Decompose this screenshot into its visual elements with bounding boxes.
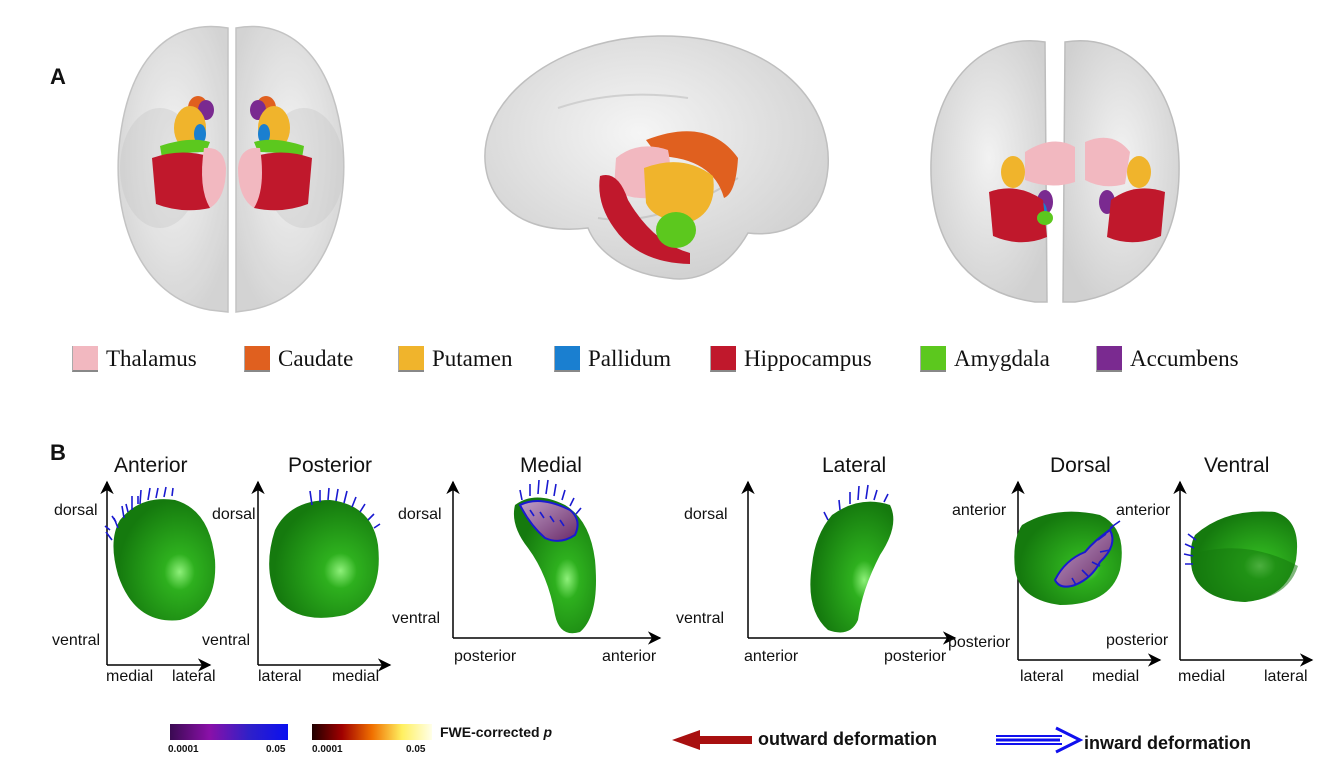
view-title-posterior: Posterior bbox=[288, 454, 373, 477]
axis-label-y-bottom: ventral bbox=[392, 610, 441, 627]
colorbar-inward-max: 0.05 bbox=[266, 744, 286, 755]
legend-label: Putamen bbox=[432, 346, 513, 371]
axis-label-x-left: medial bbox=[1178, 668, 1226, 685]
axis-label-y-top: anterior bbox=[1116, 502, 1171, 519]
axis-label-x-left: lateral bbox=[258, 668, 302, 685]
outward-deformation-label: outward deformation bbox=[758, 729, 937, 749]
colorbar-inward-min: 0.0001 bbox=[168, 744, 199, 755]
deformation-arrows-ventral bbox=[1183, 533, 1197, 565]
significant-region-medial bbox=[518, 500, 579, 542]
legend-swatch bbox=[1096, 346, 1122, 372]
legend-item-pallidum: Pallidum bbox=[554, 342, 671, 376]
axis-label-y-top: dorsal bbox=[398, 506, 442, 523]
axis-label-x-left: lateral bbox=[1020, 668, 1064, 685]
inward-deformation-label: inward deformation bbox=[1084, 733, 1252, 753]
view-title-lateral: Lateral bbox=[822, 454, 887, 477]
deformation-arrows-posterior bbox=[309, 487, 381, 529]
axis-label-y-bottom: ventral bbox=[202, 632, 251, 649]
deformation-arrows-lateral bbox=[823, 484, 889, 521]
view-medial-axes bbox=[446, 480, 662, 645]
shape-lateral bbox=[810, 501, 894, 633]
view-posterior-axes bbox=[251, 480, 392, 672]
legend-label: Amygdala bbox=[954, 346, 1050, 371]
axis-label-x-left: medial bbox=[106, 668, 154, 685]
legend-swatch bbox=[554, 346, 580, 372]
view-anterior-axes bbox=[100, 480, 212, 672]
axis-label-y-top: dorsal bbox=[212, 506, 256, 523]
colorbar-title-text: FWE-corrected bbox=[440, 724, 540, 740]
legend-label: Pallidum bbox=[588, 346, 672, 371]
axis-label-y-bottom: ventral bbox=[52, 632, 101, 649]
panel-b-label: B bbox=[50, 440, 66, 465]
legend-label: Accumbens bbox=[1130, 346, 1239, 371]
legend-label: Hippocampus bbox=[744, 346, 872, 371]
legend-label: Caudate bbox=[278, 346, 354, 371]
outward-deformation-arrow bbox=[672, 730, 752, 750]
colorbar-outward bbox=[312, 724, 432, 740]
axis-label-x-right: lateral bbox=[172, 668, 216, 685]
legend-swatch bbox=[920, 346, 946, 372]
axis-label-y-top: dorsal bbox=[54, 502, 98, 519]
legend-swatch bbox=[244, 346, 270, 372]
view-title-anterior: Anterior bbox=[114, 454, 188, 477]
axis-label-x-right: posterior bbox=[884, 648, 947, 665]
legend-item-hippocampus: Hippocampus bbox=[710, 342, 872, 376]
axis-label-x-left: posterior bbox=[454, 648, 517, 665]
colorbar-inward bbox=[170, 724, 288, 740]
brain-coronal-view bbox=[930, 40, 1180, 303]
legend-item-caudate: Caudate bbox=[244, 342, 353, 376]
brain-axial-view bbox=[117, 25, 345, 313]
axis-label-x-right: medial bbox=[332, 668, 380, 685]
axis-label-x-right: anterior bbox=[602, 648, 657, 665]
axis-label-y-bottom: posterior bbox=[948, 634, 1011, 651]
axis-label-x-right: lateral bbox=[1264, 668, 1308, 685]
axis-label-y-bottom: ventral bbox=[676, 610, 725, 627]
view-lateral-axes bbox=[741, 480, 957, 645]
axis-label-y-top: anterior bbox=[952, 502, 1007, 519]
colorbar-title-p: p bbox=[543, 724, 553, 740]
legend-item-thalamus: Thalamus bbox=[72, 342, 197, 376]
view-title-medial: Medial bbox=[520, 454, 582, 477]
deformation-arrows-medial bbox=[519, 479, 582, 527]
panel-a-label: A bbox=[50, 64, 66, 89]
legend-item-putamen: Putamen bbox=[398, 342, 513, 376]
colorbar-outward-max: 0.05 bbox=[406, 744, 426, 755]
axis-label-y-top: dorsal bbox=[684, 506, 728, 523]
axis-label-x-right: medial bbox=[1092, 668, 1140, 685]
axis-label-y-bottom: posterior bbox=[1106, 632, 1169, 649]
legend-item-accumbens: Accumbens bbox=[1096, 342, 1239, 376]
colorbar-title: FWE-corrected p bbox=[440, 724, 552, 740]
deformation-arrows-dorsal bbox=[1071, 520, 1121, 586]
colorbar-outward-min: 0.0001 bbox=[312, 744, 343, 755]
axis-label-x-left: anterior bbox=[744, 648, 799, 665]
deformation-arrows-anterior bbox=[104, 486, 174, 541]
legend-swatch bbox=[398, 346, 424, 372]
shape-posterior bbox=[269, 500, 379, 618]
brain-sagittal-view bbox=[484, 35, 829, 280]
legend-swatch bbox=[72, 346, 98, 372]
significant-region-dorsal bbox=[1053, 528, 1114, 588]
view-ventral-axes bbox=[1173, 480, 1314, 667]
shape-anterior bbox=[113, 499, 216, 621]
legend-item-amygdala: Amygdala bbox=[920, 342, 1050, 376]
legend-swatch bbox=[710, 346, 736, 372]
view-title-ventral: Ventral bbox=[1204, 454, 1270, 477]
shape-dorsal bbox=[1014, 511, 1122, 605]
structure-legend: Thalamus Caudate Putamen Pallidum Hippoc… bbox=[72, 342, 1272, 376]
legend-label: Thalamus bbox=[106, 346, 197, 371]
view-title-dorsal: Dorsal bbox=[1050, 454, 1111, 477]
